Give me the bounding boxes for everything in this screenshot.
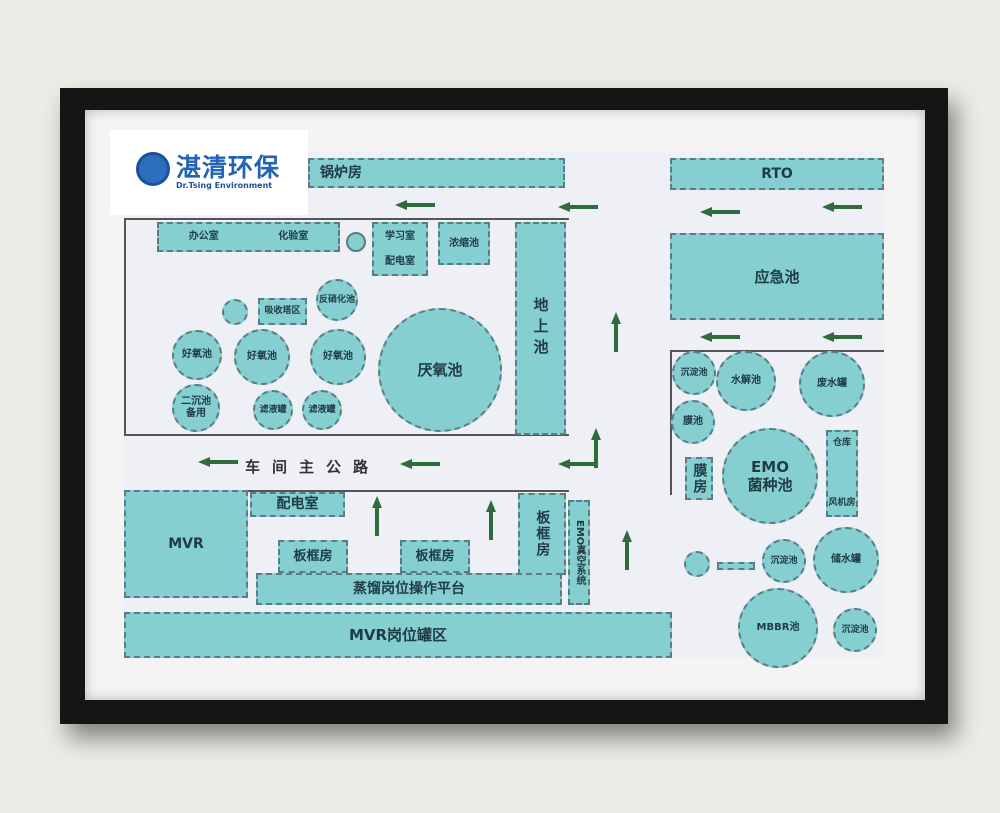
flask-logo-icon <box>136 152 170 186</box>
small-tank <box>346 232 366 252</box>
membrane-room: 膜房 <box>685 457 713 500</box>
hydrolysis-pool: 水解池 <box>716 351 776 411</box>
power-room: 配电室 <box>250 492 345 517</box>
aerobic-pool: 好氧池 <box>310 329 366 385</box>
logo-text: 湛清环保 <box>176 153 281 182</box>
blower-room-label: 风机房 <box>828 498 856 509</box>
filter-press-room: 板框房 <box>278 540 348 573</box>
filter-press-room: 板框房 <box>400 540 470 573</box>
boundary-line <box>670 350 884 352</box>
filtrate-tank: 滤液罐 <box>253 390 293 430</box>
wastewater-tank: 废水罐 <box>799 351 865 417</box>
boundary-line <box>124 490 569 492</box>
boiler-room: 锅炉房 <box>308 158 565 188</box>
lab-label: 化验室 <box>278 231 309 242</box>
boundary-line <box>124 218 569 220</box>
storage-tank: 储水罐 <box>813 527 879 593</box>
settling-pool: 沉淀池 <box>672 351 716 395</box>
warehouse-blower-room: 仓库风机房 <box>826 430 858 517</box>
logo: 湛清环保 Dr.Tsing Environment <box>110 130 308 215</box>
emo-seed-pool: EMO 菌种池 <box>722 428 818 524</box>
membrane-pool: 膜池 <box>671 400 715 444</box>
boundary-line <box>124 218 126 435</box>
aerobic-pool: 好氧池 <box>172 330 222 380</box>
absorb-tower-area: 吸收塔区 <box>258 298 307 325</box>
main-road-label: 车间主公路 <box>245 458 381 476</box>
pipe <box>717 562 755 570</box>
denitrification-pool: 反硝化池 <box>316 279 358 321</box>
distillation-platform: 蒸馏岗位操作平台 <box>256 573 562 605</box>
aerobic-pool: 好氧池 <box>234 329 290 385</box>
rto: RTO <box>670 158 884 190</box>
office-lab: 办公室 化验室 <box>157 222 340 252</box>
settling-pool: 沉淀池 <box>762 539 806 583</box>
office-label: 办公室 <box>188 231 219 242</box>
study-label: 学习室 <box>385 230 415 242</box>
ground-pool: 地上池 <box>515 222 566 435</box>
filtrate-tank: 滤液罐 <box>302 390 342 430</box>
emo-vacuum-system: EMO真空系统 <box>568 500 590 605</box>
boundary-line <box>124 434 569 436</box>
anaerobic-pool: 厌氧池 <box>378 308 502 432</box>
mvr-tank-area: MVR岗位罐区 <box>124 612 672 658</box>
study-power-room: 学习室配电室 <box>372 222 428 276</box>
mvr: MVR <box>124 490 248 598</box>
settling-pool: 沉淀池 <box>833 608 877 652</box>
mbbr-pool: MBBR池 <box>738 588 818 668</box>
emergency-pool: 应急池 <box>670 233 884 320</box>
logo-subtext: Dr.Tsing Environment <box>176 181 273 190</box>
small-tank <box>222 299 248 325</box>
small-tank <box>684 551 710 577</box>
power-room-label: 配电室 <box>385 255 415 267</box>
concentrate-pool: 浓缩池 <box>438 222 490 265</box>
warehouse-label: 仓库 <box>832 438 851 448</box>
secondary-settling-pool: 二沉池 备用 <box>172 384 220 432</box>
filter-press-room: 板框房 <box>518 493 566 575</box>
